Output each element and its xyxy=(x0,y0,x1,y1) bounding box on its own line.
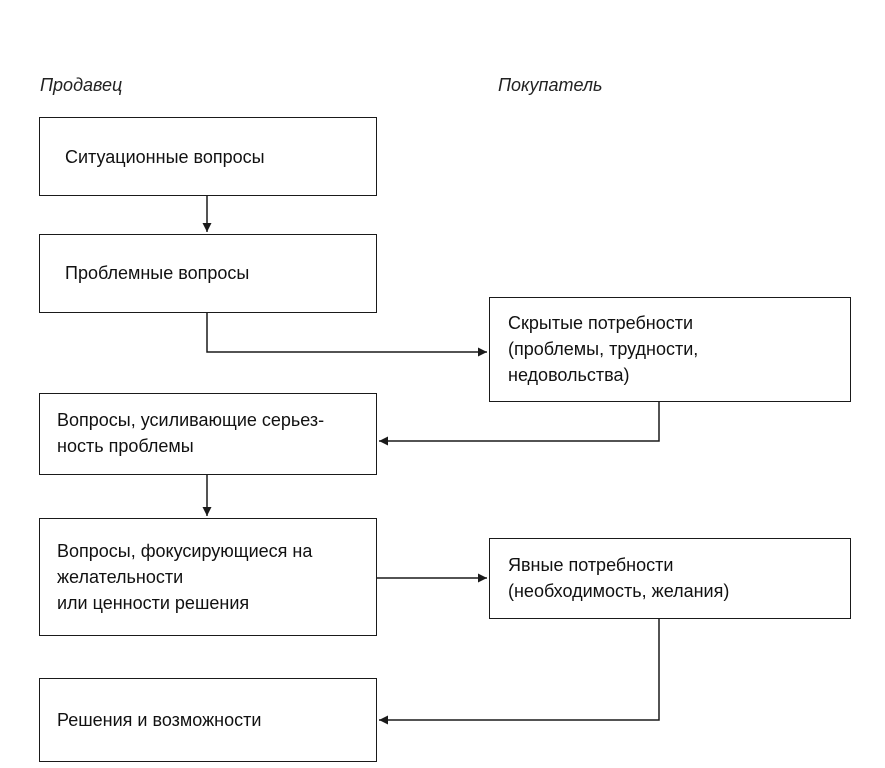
box-text-line: (необходимость, желания) xyxy=(508,581,730,601)
box-text-line: Вопросы, фокусирующиеся на xyxy=(57,541,313,561)
arrow-problem-to-implied-needs xyxy=(206,313,487,357)
box-text-line: желательности xyxy=(57,567,184,587)
box-text-line: ность проблемы xyxy=(57,436,194,456)
implication-questions-box: Вопросы, усиливающие серьез- ность пробл… xyxy=(39,393,377,475)
need-payoff-questions-box: Вопросы, фокусирующиеся на желательности… xyxy=(39,518,377,636)
solutions-box: Решения и возможности xyxy=(39,678,377,762)
problem-questions-box: Проблемные вопросы xyxy=(39,234,377,313)
box-text-line: Явные потребности xyxy=(508,555,674,575)
arrow-implied-needs-to-implication xyxy=(379,402,660,446)
box-text-line: Ситуационные вопросы xyxy=(65,147,265,167)
box-text-line: Решения и возможности xyxy=(57,710,262,730)
explicit-needs-box: Явные потребности (необходимость, желани… xyxy=(489,538,851,619)
box-text-line: (проблемы, трудности, xyxy=(508,339,699,359)
situational-questions-box: Ситуационные вопросы xyxy=(39,117,377,196)
box-text-line: Скрытые потребности xyxy=(508,313,694,333)
buyer-column-header: Покупатель xyxy=(498,75,603,95)
box-text-line: или ценности решения xyxy=(57,593,250,613)
box-text-line: Проблемные вопросы xyxy=(65,263,250,283)
arrow-explicit-needs-to-solutions xyxy=(379,619,660,725)
seller-column-header: Продавец xyxy=(40,75,123,95)
box-text-line: недовольства) xyxy=(508,365,630,385)
implied-needs-box: Скрытые потребности (проблемы, трудности… xyxy=(489,297,851,402)
box-text-line: Вопросы, усиливающие серьез- xyxy=(57,410,325,430)
